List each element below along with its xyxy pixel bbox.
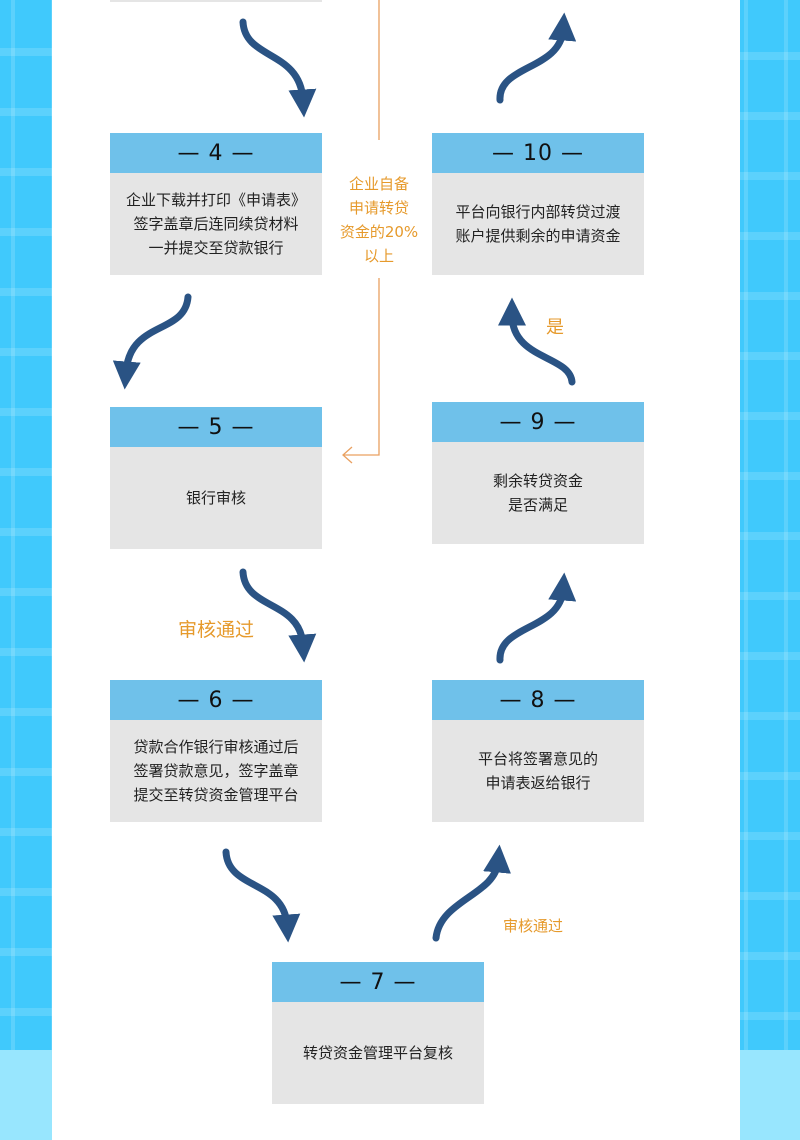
step-9-box: — 9 — 剩余转贷资金 是否满足 <box>432 402 644 544</box>
step-text: 平台向银行内部转贷过渡 账户提供剩余的申请资金 <box>432 173 644 275</box>
step-7-box: — 7 — 转贷资金管理平台复核 <box>272 962 484 1104</box>
step-text: 企业下载并打印《申请表》 签字盖章后连同续贷材料 一并提交至贷款银行 <box>110 173 322 275</box>
step-number: — 10 — <box>432 133 644 173</box>
arrow-5-to-6 <box>239 568 317 663</box>
step-number: — 4 — <box>110 133 322 173</box>
step-number: — 7 — <box>272 962 484 1002</box>
arrow-4-to-5 <box>112 293 192 390</box>
arrow-3-to-4 <box>239 18 317 118</box>
arrow-7-to-8 <box>432 844 511 942</box>
step-text: 贷款合作银行审核通过后 签署贷款意见，签字盖章 提交至转贷资金管理平台 <box>110 720 322 822</box>
arrow-8-to-9 <box>496 572 577 664</box>
approved-label-right: 审核通过 <box>503 917 564 935</box>
step-5-box: — 5 — 银行审核 <box>110 407 322 549</box>
step-10-box: — 10 — 平台向银行内部转贷过渡 账户提供剩余的申请资金 <box>432 133 644 275</box>
left-decor-bar <box>0 0 52 1140</box>
step-text: 转贷资金管理平台复核 <box>272 1002 484 1104</box>
step-6-box: — 6 — 贷款合作银行审核通过后 签署贷款意见，签字盖章 提交至转贷资金管理平… <box>110 680 322 822</box>
step-3-box-partial <box>110 0 322 2</box>
approved-label-left: 审核通过 <box>178 619 255 641</box>
step-text: 剩余转贷资金 是否满足 <box>432 442 644 544</box>
step-text: 平台将签署意见的 申请表返给银行 <box>432 720 644 822</box>
arrow-10-to-11 <box>496 12 577 104</box>
step-4-box: — 4 — 企业下载并打印《申请表》 签字盖章后连同续贷材料 一并提交至贷款银行 <box>110 133 322 275</box>
orange-connector-line <box>342 0 380 464</box>
step-number: — 8 — <box>432 680 644 720</box>
step-text: 银行审核 <box>110 447 322 549</box>
right-decor-bar <box>740 0 800 1140</box>
self-funds-note: 企业自备 申请转贷 资金的20% 以上 <box>339 175 419 265</box>
step-number: — 9 — <box>432 402 644 442</box>
step-8-box: — 8 — 平台将签署意见的 申请表返给银行 <box>432 680 644 822</box>
yes-label: 是 <box>546 317 564 338</box>
arrow-6-to-7 <box>222 848 301 943</box>
arrow-9-to-10 <box>498 297 576 386</box>
step-number: — 5 — <box>110 407 322 447</box>
step-number: — 6 — <box>110 680 322 720</box>
